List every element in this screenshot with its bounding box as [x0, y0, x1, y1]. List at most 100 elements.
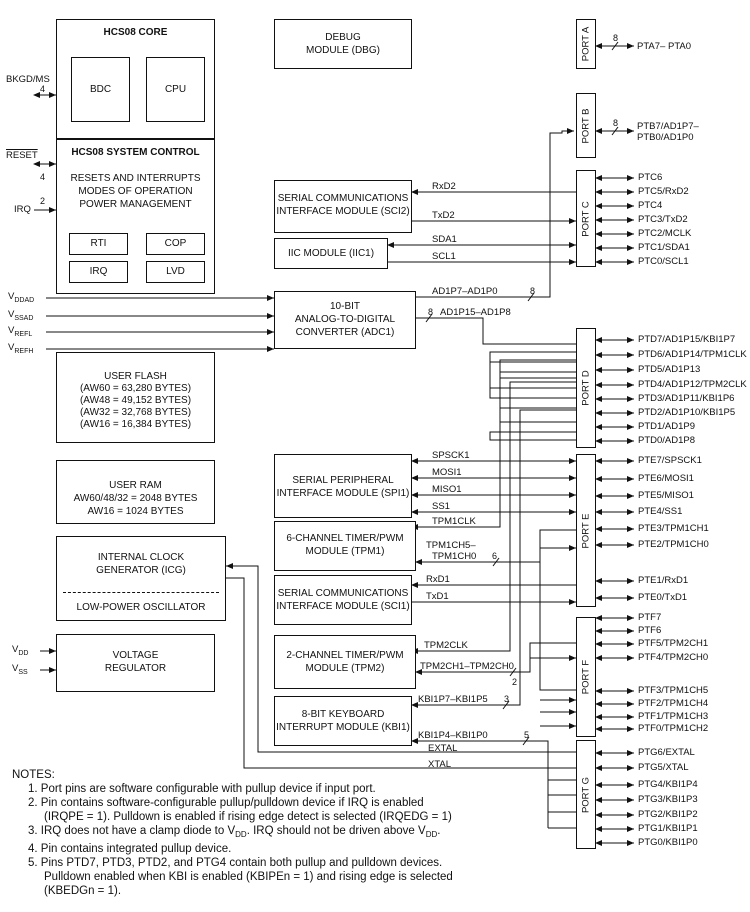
note-ref-bkgd: 4 — [40, 84, 46, 94]
txd2-label: TxD2 — [432, 210, 455, 221]
adc-bus1-label: AD1P7–AD1P0 — [432, 286, 498, 297]
port-d-label: PORT D — [580, 370, 592, 406]
pf-pin-5: PTF2/TPM1CH4 — [638, 698, 709, 709]
iic-label: IIC MODULE (IIC1) — [287, 248, 375, 259]
port-c-label: PORT C — [580, 200, 592, 237]
sci2-block: SERIAL COMMUNICATIONS INTERFACE MODULE (… — [274, 180, 412, 233]
port-d-block: PORT D — [576, 328, 596, 448]
miso1-label: MISO1 — [432, 484, 462, 495]
flash-aw32: (AW32 = 32,768 BYTES) — [79, 407, 192, 418]
adc-line1: 10-BIT — [329, 301, 360, 312]
scl1-label: SCL1 — [432, 251, 456, 262]
flash-title: USER FLASH — [104, 371, 167, 382]
voltage-regulator-block: VOLTAGE REGULATOR — [56, 634, 215, 692]
pf-pin-6: PTF1/TPM1CH3 — [638, 711, 709, 722]
note-ref-irq: 2 — [40, 196, 46, 206]
note-ref-reset: 4 — [40, 172, 46, 182]
pg-pin-6: PTG0/KBI1P0 — [638, 837, 698, 848]
pf-pin-7: PTF0/TPM1CH2 — [638, 723, 709, 734]
port-b-label: PORT B — [580, 107, 592, 144]
irq-pin-label: IRQ — [14, 204, 31, 215]
dbg-line1: DEBUG — [325, 32, 361, 43]
pe-pin-2: PTE5/MISO1 — [638, 490, 694, 501]
rxd2-label: RxD2 — [432, 181, 456, 192]
port-f-block: PORT F — [576, 617, 596, 737]
pd-pin-1: PTD6/AD1P14/TPM1CLK — [638, 349, 747, 360]
tpm1ch-label-1: TPM1CH5– — [426, 540, 476, 551]
vdd-pin-label: VDD — [12, 644, 29, 657]
note-3: 3. IRQ does not have a clamp diode to VD… — [28, 825, 441, 839]
tpm1ch-label-2: TPM1CH0 — [432, 551, 477, 562]
adc-bus2-width: 8 — [428, 307, 434, 317]
pc-pin-0: PTC6 — [638, 172, 663, 183]
pf-pin-1: PTF6 — [638, 625, 662, 636]
dbg-line2: MODULE (DBG) — [306, 45, 380, 56]
reset-pin-label: RESET — [6, 150, 38, 161]
tpm2-line1: 2-CHANNEL TIMER/PWM — [286, 650, 404, 661]
tpm2-line2: MODULE (TPM2) — [305, 663, 385, 674]
pd-pin-3: PTD4/AD1P12/TPM2CLK — [638, 379, 747, 390]
pf-pin-4: PTF3/TPM1CH5 — [638, 685, 709, 696]
iic-block: IIC MODULE (IIC1) — [274, 238, 388, 269]
notes-title: NOTES: — [12, 769, 55, 781]
tpm1clk-label: TPM1CLK — [432, 516, 476, 527]
pg-pin-5: PTG1/KBI1P1 — [638, 823, 698, 834]
ptb-label-2: PTB0/AD1P0 — [637, 132, 694, 143]
pc-pin-4: PTC2/MCLK — [638, 228, 692, 239]
pd-pin-4: PTD3/AD1P11/KBI1P6 — [638, 393, 735, 404]
tpm2-block: 2-CHANNEL TIMER/PWM MODULE (TPM2) — [274, 635, 416, 689]
ram-aw60: AW60/48/32 = 2048 BYTES — [73, 493, 198, 504]
icg-divider — [63, 592, 219, 593]
port-a-width: 8 — [613, 33, 619, 43]
pf-pin-0: PTF7 — [638, 612, 662, 623]
sysctl-line2: MODES OF OPERATION — [78, 186, 193, 197]
spi-line2: INTERFACE MODULE (SPI1) — [276, 488, 410, 499]
pd-pin-0: PTD7/AD1P15/KBI1P7 — [638, 334, 736, 345]
port-c-block: PORT C — [576, 170, 596, 267]
adc-line3: CONVERTER (ADC1) — [295, 327, 395, 338]
pd-pin-7: PTD0/AD1P8 — [638, 435, 696, 446]
vss-pin-label: VSS — [12, 663, 28, 676]
bdc-block: BDC — [71, 57, 130, 122]
hcs08-core-block: HCS08 CORE BDC CPU — [56, 19, 215, 139]
kbi-block: 8-BIT KEYBOARD INTERRUPT MODULE (KBI1) — [274, 696, 412, 746]
core-title: HCS08 CORE — [103, 27, 168, 38]
cpu-label: CPU — [164, 84, 187, 95]
note-4: 4. Pin contains integrated pullup device… — [28, 843, 232, 855]
tpm1-line1: 6-CHANNEL TIMER/PWM — [286, 533, 404, 544]
bdc-label: BDC — [89, 84, 112, 95]
tpm1-block: 6-CHANNEL TIMER/PWM MODULE (TPM1) — [274, 521, 416, 571]
sysctl-title: HCS08 SYSTEM CONTROL — [71, 147, 200, 158]
sci1-block: SERIAL COMMUNICATIONS INTERFACE MODULE (… — [274, 575, 412, 625]
note-5b: Pulldown enabled when KBI is enabled (KB… — [44, 871, 453, 883]
vrefl-pin-label: VREFL — [8, 325, 33, 338]
cpu-block: CPU — [146, 57, 205, 122]
tpm2ch-width: 2 — [512, 677, 518, 687]
port-b-block: PORT B — [576, 93, 596, 158]
pc-pin-6: PTC0/SCL1 — [638, 256, 689, 267]
ptb-label-1: PTB7/AD1P7– — [637, 121, 699, 132]
adc-bus2-label: AD1P15–AD1P8 — [440, 307, 511, 318]
ram-title: USER RAM — [109, 480, 162, 491]
pf-pin-2: PTF5/TPM2CH1 — [638, 638, 709, 649]
note-2a: 2. Pin contains software-configurable pu… — [28, 797, 424, 809]
icg-line1: INTERNAL CLOCK — [97, 552, 185, 563]
spi-line1: SERIAL PERIPHERAL — [292, 475, 394, 486]
pe-pin-7: PTE0/TxD1 — [638, 592, 688, 603]
port-f-label: PORT F — [580, 659, 592, 695]
tpm2ch-label: TPM2CH1–TPM2CH0 — [420, 661, 514, 672]
irq-label: IRQ — [89, 266, 108, 277]
pe-pin-1: PTE6/MOSI1 — [638, 473, 694, 484]
vreg-line2: REGULATOR — [104, 663, 167, 674]
note-5a: 5. Pins PTD7, PTD3, PTD2, and PTG4 conta… — [28, 857, 443, 869]
port-e-block: PORT E — [576, 454, 596, 607]
spi-block: SERIAL PERIPHERAL INTERFACE MODULE (SPI1… — [274, 454, 412, 518]
kbi-bus1-label: KBI1P7–KBI1P5 — [418, 694, 488, 705]
flash-aw48: (AW48 = 49,152 BYTES) — [79, 395, 192, 406]
rti-label: RTI — [90, 238, 107, 249]
extal-label: EXTAL — [428, 743, 458, 754]
lvd-block: LVD — [146, 261, 205, 283]
pg-pin-2: PTG4/KBI1P4 — [638, 779, 698, 790]
